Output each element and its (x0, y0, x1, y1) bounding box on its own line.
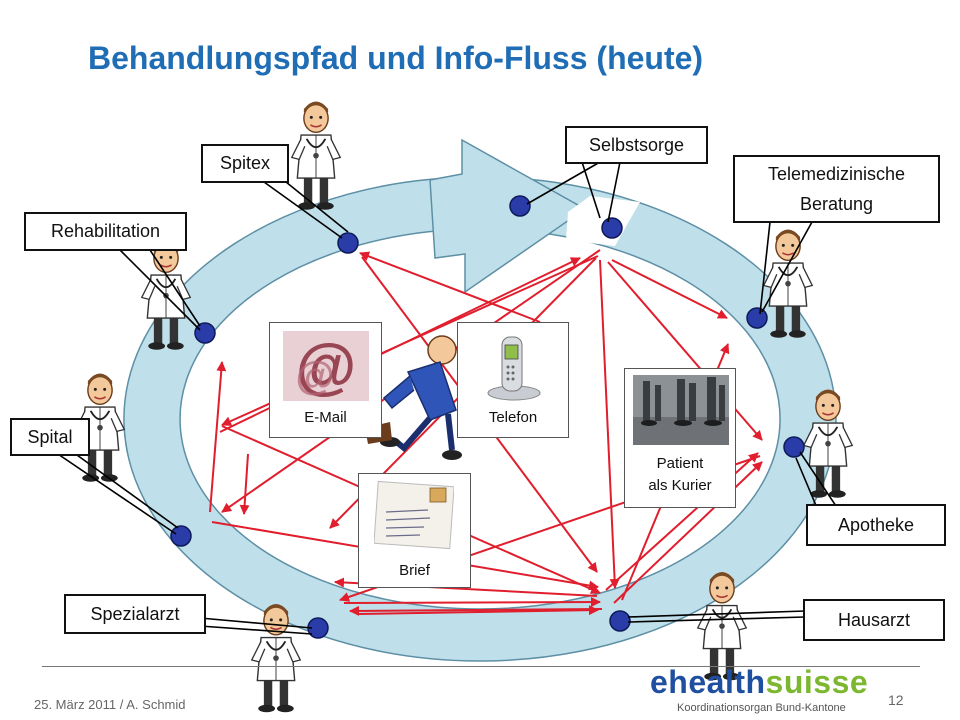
label-spitex: Spitex (201, 144, 289, 183)
flow-arrow-6 (359, 251, 541, 323)
label-telemedizinische-beratung: Telemedizinische Beratung (733, 155, 940, 223)
path-node-7 (170, 525, 192, 547)
path-node-9 (609, 610, 631, 632)
logo-part-ehealth: ehealth (650, 664, 766, 700)
label-telemed-line2: Beratung (799, 194, 874, 214)
path-node-3 (337, 232, 359, 254)
callout-lines (51, 161, 843, 635)
path-node-2 (601, 217, 623, 239)
flow-arrow-5 (611, 259, 728, 319)
page-number: 12 (888, 692, 904, 708)
path-node-1 (509, 195, 531, 217)
media-card-telefon: Telefon (457, 322, 569, 438)
telephone-icon (487, 336, 541, 401)
path-node-5 (746, 307, 768, 329)
logo-part-suisse: suisse (765, 664, 869, 700)
media-card-patient: Patient als Kurier (624, 368, 736, 508)
flow-arrow-17 (613, 461, 763, 604)
path-node-6 (783, 436, 805, 458)
media-caption-patient-line1: Patient (656, 455, 704, 472)
letter-envelope-icon (374, 480, 454, 550)
media-caption-email: E-Mail (304, 409, 347, 426)
flow-arrow-15 (349, 605, 603, 616)
label-selbstsorge: Selbstsorge (565, 126, 708, 164)
email-at-icon: @ @ (283, 331, 369, 401)
flow-arrow-16 (357, 605, 599, 616)
svg-text:@: @ (295, 354, 334, 398)
page-title: Behandlungspfad und Info-Fluss (heute) (88, 40, 704, 76)
walking-feet-icon (633, 375, 729, 445)
flow-arrow-21 (209, 361, 227, 513)
label-rehabilitation: Rehabilitation (24, 212, 187, 251)
flow-arrow-14 (343, 597, 601, 608)
path-node-4 (194, 322, 216, 344)
media-caption-telefon: Telefon (488, 409, 538, 426)
media-caption-brief: Brief (399, 562, 430, 579)
label-spezialarzt: Spezialarzt (64, 594, 206, 634)
flow-arrow-4 (607, 261, 763, 441)
footer-date-author: 25. März 2011 / A. Schmid (34, 697, 186, 712)
logo-subtitle: Koordinationsorgan Bund-Kantone (677, 702, 846, 714)
footer-divider (42, 666, 920, 667)
path-nodes (170, 195, 805, 639)
media-card-brief: Brief (358, 473, 471, 588)
label-hausarzt: Hausarzt (803, 599, 945, 641)
label-telemed-line1: Telemedizinische (767, 164, 906, 184)
flow-arrow-3 (599, 259, 620, 589)
media-card-email: @ @ E-Mail (269, 322, 382, 438)
label-spital: Spital (10, 418, 90, 456)
svg-text:@: @ (296, 332, 356, 401)
doctor-icon (290, 100, 342, 211)
label-apotheke: Apotheke (806, 504, 946, 546)
media-caption-patient-line2: als Kurier (648, 477, 712, 494)
flow-arrow-22 (239, 453, 250, 515)
courier-figure-icon (365, 335, 462, 460)
ehealthsuisse-logo: ehealthsuisse (650, 664, 868, 701)
